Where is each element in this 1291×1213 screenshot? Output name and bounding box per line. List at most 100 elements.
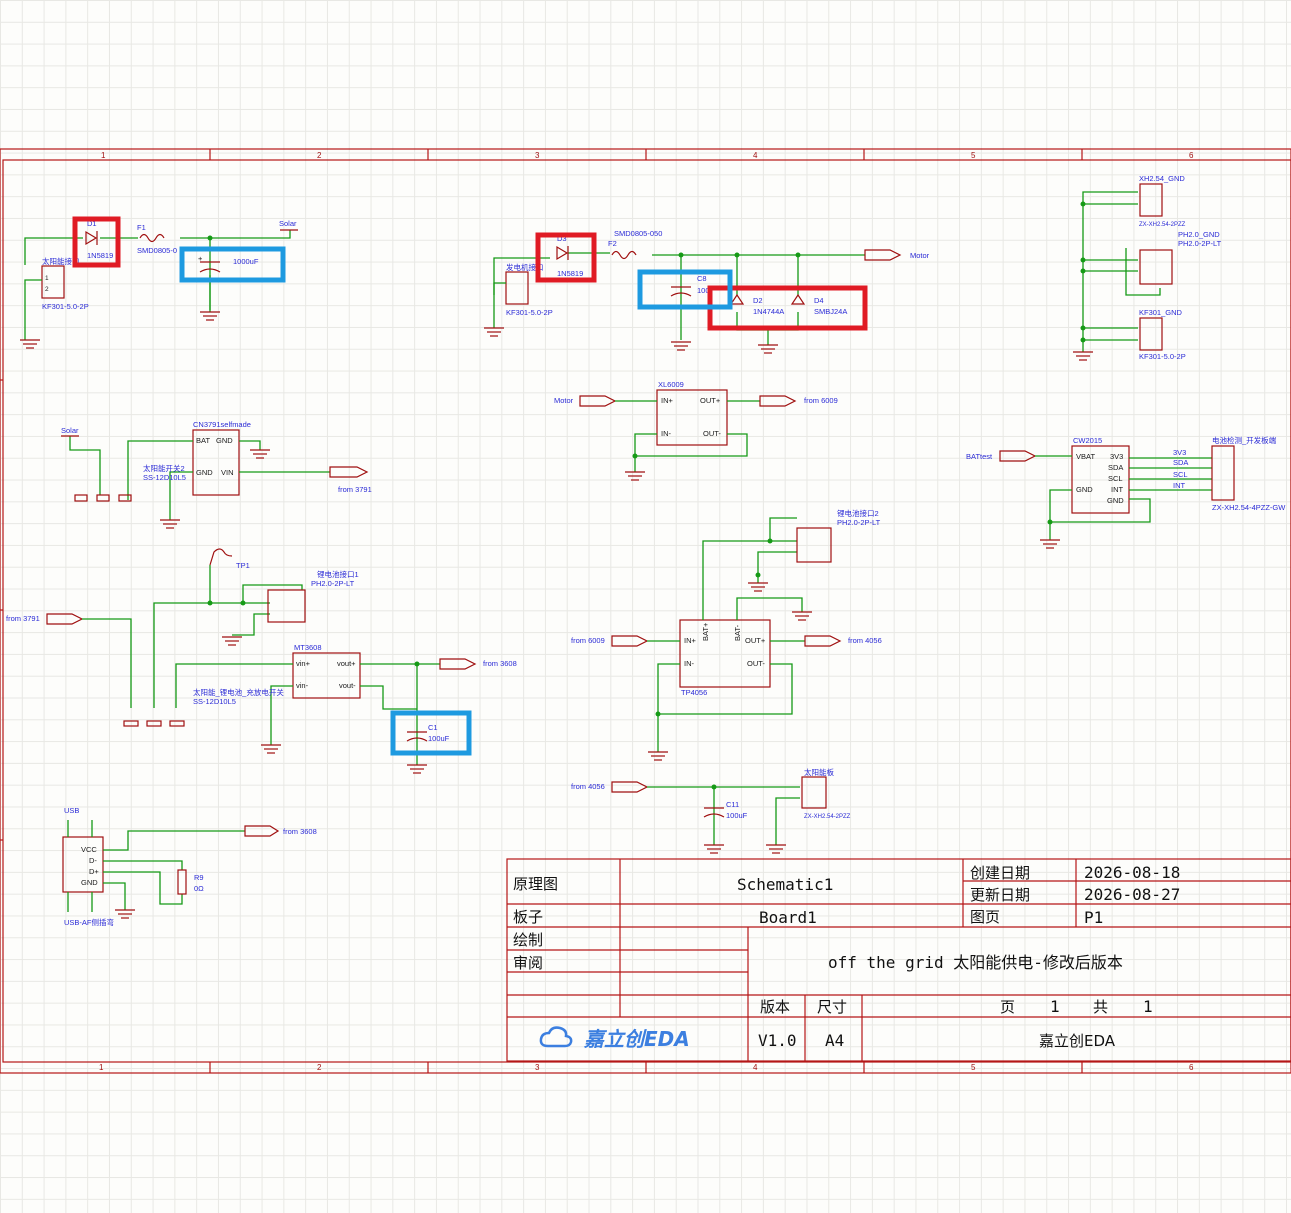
svg-text:版本: 版本 bbox=[760, 998, 790, 1016]
f1-ref: F1 bbox=[137, 223, 146, 232]
svg-text:IN+: IN+ bbox=[684, 636, 697, 645]
project-title: off the grid 太阳能供电-修改后版本 bbox=[828, 953, 1123, 972]
tp4056-block[interactable]: 锂电池接口2 PH2.0-2P-LT IN+ IN- OUT+ OUT- BAT… bbox=[571, 508, 882, 761]
ph-gnd-ref: PH2.0_GND bbox=[1178, 230, 1220, 239]
kf-gnd-value: KF301-5.0-2P bbox=[1139, 352, 1186, 361]
sw2-value: SS-12D10L5 bbox=[143, 473, 186, 482]
xh-gnd-value: ZX-XH2.54-2PZZ bbox=[1139, 222, 1186, 228]
col-number: 4 bbox=[753, 151, 758, 160]
c11-value: 100uF bbox=[726, 811, 748, 820]
col-number: 5 bbox=[971, 1063, 976, 1072]
c8-value: 100 bbox=[697, 286, 710, 295]
col-number: 6 bbox=[1189, 151, 1194, 160]
r9-ref: R9 bbox=[194, 873, 204, 882]
svg-text:SDA: SDA bbox=[1173, 458, 1188, 467]
highlight-c1 bbox=[390, 710, 472, 756]
ph-gnd-value: PH2.0-2P-LT bbox=[1178, 239, 1222, 248]
svg-text:GND: GND bbox=[216, 436, 233, 445]
usb-ref: USB bbox=[64, 806, 79, 815]
cap1000-value: 1000uF bbox=[233, 257, 259, 266]
c11-ref: C11 bbox=[726, 800, 739, 809]
title-block: 原理图 Schematic1 板子 Board1 绘制 审阅 创建日期 2026… bbox=[506, 858, 1291, 1062]
solar-input-block[interactable]: + 12 Solar D1 1N5819 F1 SMD0805-0 1000uF… bbox=[20, 219, 298, 349]
d1-ref: D1 bbox=[87, 219, 97, 228]
cw2015-ref: CW2015 bbox=[1073, 436, 1102, 445]
c1-ref: C1 bbox=[428, 723, 438, 732]
svg-text:D-: D- bbox=[89, 856, 97, 865]
net-label-battest: BATtest bbox=[966, 452, 993, 461]
net-label-from3791-in: from 3791 bbox=[6, 614, 40, 623]
svg-text:GND: GND bbox=[1076, 485, 1093, 494]
svg-text:INT: INT bbox=[1173, 481, 1186, 490]
svg-text:BAT+: BAT+ bbox=[701, 622, 710, 641]
svg-text:BAT-: BAT- bbox=[733, 624, 742, 641]
generator-input-block[interactable]: Motor D3 1N5819 F2 SMD0805-050 C8 100 D2… bbox=[484, 229, 930, 354]
solar-panel-block[interactable]: from 4056 C11 100uF 太阳能板 ZX-XH2.54-2PZZ bbox=[571, 767, 851, 854]
usb-block[interactable]: USB USB-AF侧插弯 VCC D- D+ GND from 3608 R9… bbox=[62, 806, 317, 927]
svg-text:2026-08-18: 2026-08-18 bbox=[1084, 863, 1180, 882]
svg-text:嘉立创EDA: 嘉立创EDA bbox=[583, 1027, 690, 1051]
net-label-from3608-in: from 3608 bbox=[283, 827, 317, 836]
svg-text:共: 共 bbox=[1093, 998, 1108, 1016]
svg-text:OUT-: OUT- bbox=[703, 429, 721, 438]
svg-text:OUT+: OUT+ bbox=[745, 636, 766, 645]
bat2-value: PH2.0-2P-LT bbox=[837, 518, 881, 527]
solar-conn-value: KF301-5.0-2P bbox=[42, 302, 89, 311]
svg-text:SCL: SCL bbox=[1108, 474, 1123, 483]
svg-text:GND: GND bbox=[1107, 496, 1124, 505]
d2-ref: D2 bbox=[753, 296, 763, 305]
svg-text:vout-: vout- bbox=[339, 681, 356, 690]
svg-text:IN-: IN- bbox=[684, 659, 695, 668]
col-number: 2 bbox=[317, 1063, 322, 1072]
svg-text:OUT-: OUT- bbox=[747, 659, 765, 668]
net-label-solar2: Solar bbox=[61, 426, 79, 435]
svg-text:+: + bbox=[198, 254, 203, 263]
motor-conn-ref: 发电机接口 bbox=[506, 262, 544, 272]
net-label-from6009-in: from 6009 bbox=[571, 636, 605, 645]
svg-text:D+: D+ bbox=[89, 867, 99, 876]
svg-text:3V3: 3V3 bbox=[1110, 452, 1123, 461]
svg-text:INT: INT bbox=[1111, 485, 1124, 494]
bat1-value: PH2.0-2P-LT bbox=[311, 579, 355, 588]
usb-value: USB-AF侧插弯 bbox=[64, 917, 114, 927]
dev-conn-ref: 电池检测_开发板端 bbox=[1212, 435, 1277, 445]
svg-text:vin+: vin+ bbox=[296, 659, 311, 668]
net-label-from6009: from 6009 bbox=[804, 396, 838, 405]
svg-text:SCL: SCL bbox=[1173, 470, 1188, 479]
svg-text:GND: GND bbox=[196, 468, 213, 477]
svg-text:VIN: VIN bbox=[221, 468, 234, 477]
tp1-ref: TP1 bbox=[236, 561, 250, 570]
d4-ref: D4 bbox=[814, 296, 824, 305]
sw-bat-value: SS-12D10L5 bbox=[193, 697, 236, 706]
bat2-ref: 锂电池接口2 bbox=[837, 508, 879, 518]
solar-panel-ref: 太阳能板 bbox=[804, 767, 834, 777]
svg-text:vin-: vin- bbox=[296, 681, 309, 690]
svg-text:2026-08-27: 2026-08-27 bbox=[1084, 885, 1180, 904]
mt3608-block[interactable]: TP1 锂电池接口1 PH2.0-2P-LT from 3791 MT3608 … bbox=[6, 548, 517, 774]
highlight-d3 bbox=[535, 232, 597, 283]
svg-text:A4: A4 bbox=[825, 1031, 844, 1050]
net-label-motor: Motor bbox=[910, 251, 930, 260]
tp4056-ref: TP4056 bbox=[681, 688, 707, 697]
bat1-ref: 锂电池接口1 bbox=[317, 569, 359, 579]
cn3791-block[interactable]: CN3791selfmade BAT GND GND VIN Solar 太阳能… bbox=[61, 420, 372, 529]
col-number: 6 bbox=[1189, 1063, 1194, 1072]
cw2015-block[interactable]: CW2015 VBAT 3V3 SDA SCL INT GND GND BATt… bbox=[966, 435, 1286, 549]
xl6009-block[interactable]: XL6009 IN+ IN- OUT+ OUT- Motor from 6009 bbox=[554, 380, 838, 481]
svg-text:SDA: SDA bbox=[1108, 463, 1123, 472]
col-number: 2 bbox=[317, 151, 322, 160]
ground-connectors-block[interactable]: XH2.54_GND ZX-XH2.54-2PZZ PH2.0_GND PH2.… bbox=[1073, 174, 1222, 361]
svg-text:GND: GND bbox=[81, 878, 98, 887]
f2-ref: F2 bbox=[608, 239, 617, 248]
svg-text:Board1: Board1 bbox=[759, 908, 817, 927]
svg-text:更新日期: 更新日期 bbox=[970, 886, 1030, 904]
c8-ref: C8 bbox=[697, 274, 707, 283]
svg-text:1: 1 bbox=[1143, 997, 1153, 1016]
c1-value: 100uF bbox=[428, 734, 450, 743]
f1-value: SMD0805-0 bbox=[137, 246, 177, 255]
svg-text:VCC: VCC bbox=[81, 845, 97, 854]
svg-text:Schematic1: Schematic1 bbox=[737, 875, 833, 894]
svg-text:2: 2 bbox=[45, 286, 49, 293]
